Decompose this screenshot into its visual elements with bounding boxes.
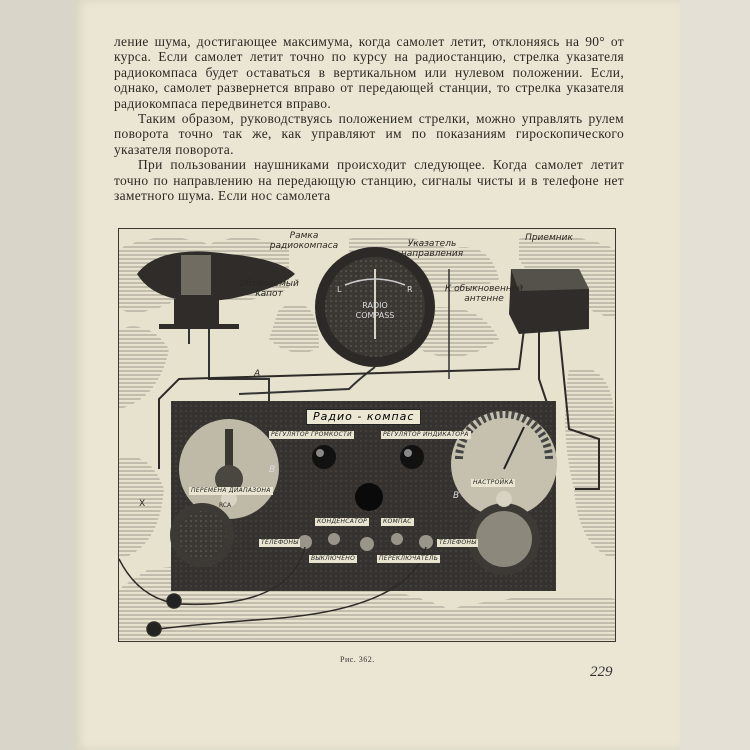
paragraph-text: ление шума, достигающее максимума, когда… [114,34,624,111]
letter-a: A [254,369,261,379]
rca-logo: RCA [219,502,232,509]
label-switch: Переключатель [377,555,441,563]
direction-indicator-gauge [238,247,435,395]
loop-antenna-housing [137,251,299,420]
label-phones-right: Телефоны [437,539,479,547]
label-direction-indicator: Указатель направления [400,239,464,259]
background [680,0,750,750]
label-indicator-regulator: Регулятор индикатора [381,431,471,439]
label-antenna: К обыкновенной антенне [444,284,524,304]
label-off: Выключено [309,555,358,563]
label-range-change: Перемена диапазона [189,487,273,495]
paragraph-text: Таким образом, руководствуясь положением… [114,111,624,157]
letter-b: B [269,465,276,475]
radio-compass-illustration: Рамка радиокомпаса Обтекаемый капот Указ… [118,228,616,642]
gauge-left-mark: L [337,285,342,294]
headphones-cords [119,546,427,637]
label-tuning: Настройка [471,479,516,487]
gauge-face-text: RADIO COMPASS [355,301,395,320]
illustration-drawing [119,235,615,641]
letter-x: X [139,499,146,509]
figure-caption: Рис. 362. [340,655,375,664]
label-fairing: Обтекаемый капот [239,279,299,299]
body-text: ление шума, достигающее максимума, когда… [114,34,624,203]
label-phones-left: Телефоны [259,539,301,547]
page-number: 229 [590,664,613,680]
receiver-box [158,269,600,490]
label-loop-antenna: Рамка радиокомпаса [269,231,339,251]
label-compass: Компас [381,518,414,526]
label-volume: Регулятор громкости [269,431,354,439]
gauge-right-mark: R [407,285,413,294]
control-panel [170,401,557,591]
label-receiver: Приемник [525,233,573,243]
panel-title: Радио - компас [306,409,422,425]
label-condenser: Конденсатор [315,518,370,526]
letter-b-tuning: B [453,491,460,501]
paragraph-text: При пользовании наушниками происходит сл… [114,157,624,204]
